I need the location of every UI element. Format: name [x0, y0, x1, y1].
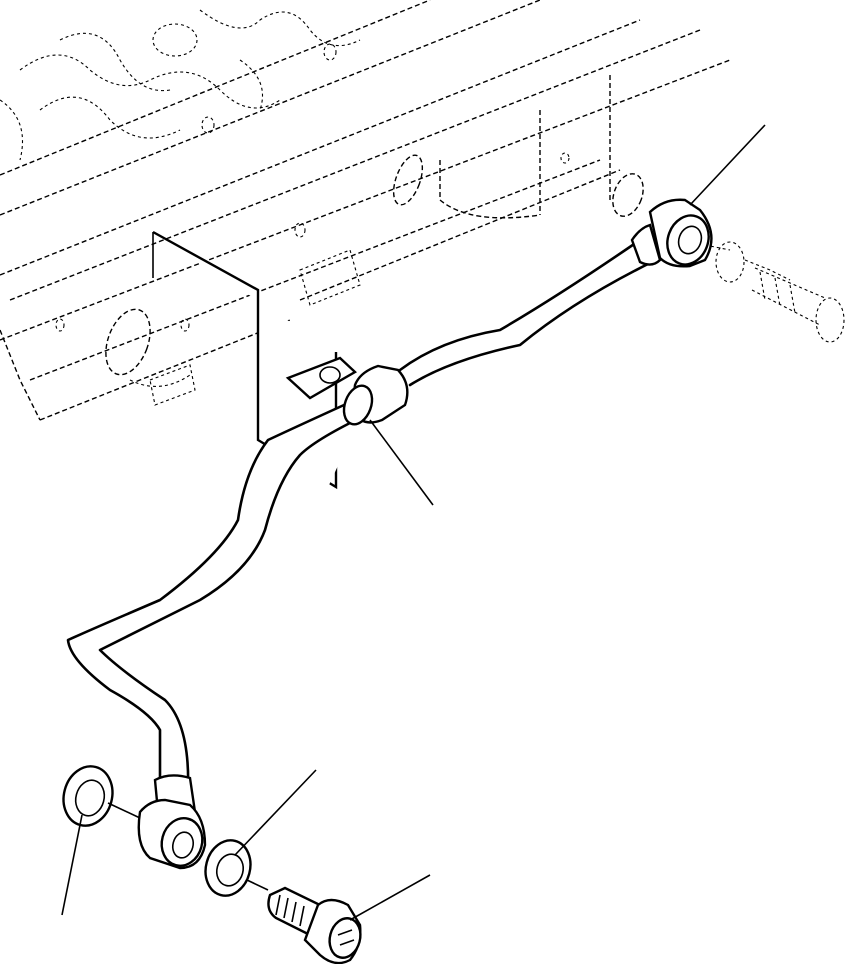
washer-right [204, 839, 252, 897]
engine-block-ghost [0, 0, 845, 421]
assembly-axis-line [107, 802, 141, 819]
leader-left-washer [61, 814, 83, 916]
lower-banjo-fitting [137, 774, 207, 870]
banjo-bolt [267, 886, 362, 964]
leader-right-washer [234, 769, 317, 856]
assembly-axis-line [246, 879, 269, 891]
washer-left [62, 765, 114, 827]
leader-bolt [349, 874, 431, 921]
callout-leaders [61, 124, 766, 921]
pipe-clamp [285, 356, 409, 426]
leader-clamp [369, 419, 434, 506]
oil-pipe [66, 236, 654, 792]
upper-banjo-fitting [630, 198, 713, 268]
leader-upper-fitting [689, 124, 766, 206]
